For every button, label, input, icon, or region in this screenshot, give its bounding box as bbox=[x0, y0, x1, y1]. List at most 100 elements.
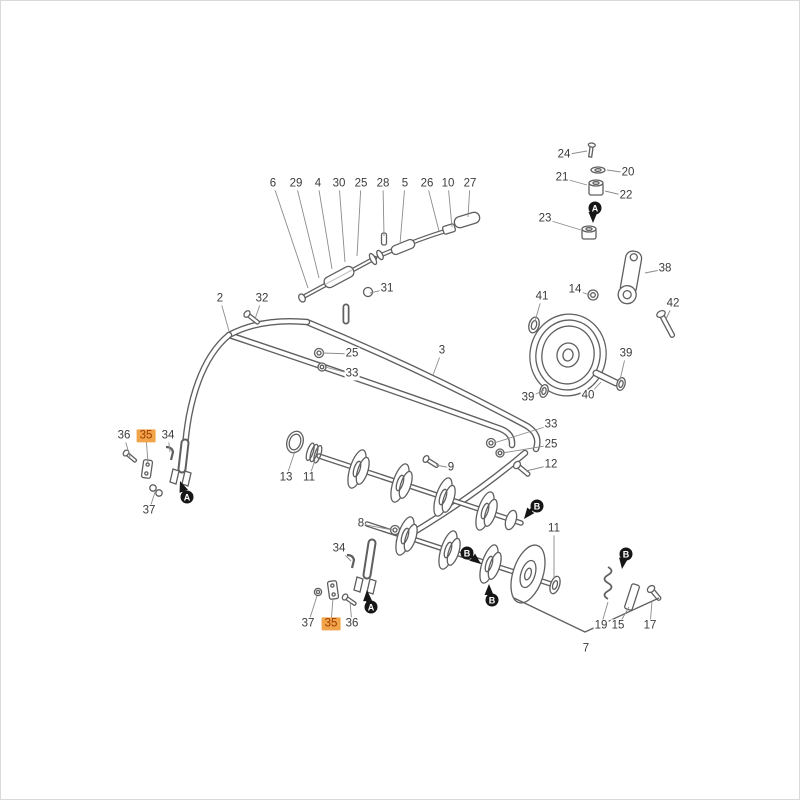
leader-line bbox=[349, 601, 353, 625]
nut bbox=[587, 289, 599, 301]
sleeve bbox=[390, 238, 416, 256]
end-cap bbox=[504, 509, 518, 531]
group-brace bbox=[513, 597, 660, 633]
pin bbox=[346, 553, 356, 569]
leader-line bbox=[285, 450, 296, 479]
leader-line bbox=[254, 298, 263, 320]
bolt bbox=[512, 460, 531, 477]
screw bbox=[587, 142, 596, 158]
o-ring bbox=[286, 430, 304, 454]
leader-line bbox=[525, 464, 552, 472]
bolt bbox=[341, 593, 357, 606]
leader-line bbox=[574, 289, 591, 296]
washer bbox=[155, 489, 163, 497]
leader-line bbox=[644, 268, 666, 274]
washer bbox=[616, 376, 626, 392]
bolt bbox=[122, 449, 138, 463]
leader-line bbox=[360, 523, 394, 531]
view-arrow bbox=[484, 584, 494, 601]
bushing bbox=[588, 179, 604, 196]
leader-line bbox=[544, 218, 582, 231]
leader-line bbox=[167, 435, 171, 453]
view-arrow bbox=[619, 551, 628, 569]
bolt bbox=[656, 309, 676, 338]
frame-assembly bbox=[169, 286, 541, 595]
bottom-clevis bbox=[353, 576, 364, 593]
leader-line bbox=[338, 183, 346, 263]
pin bbox=[165, 445, 175, 461]
bolt bbox=[646, 584, 662, 601]
pulley-wheel bbox=[529, 313, 607, 397]
tine-disc bbox=[395, 516, 418, 556]
ring bbox=[549, 575, 561, 595]
tine-disc bbox=[475, 491, 498, 531]
view-arrow bbox=[588, 206, 598, 223]
leader-line bbox=[322, 352, 353, 355]
left-pivot-hardware bbox=[122, 445, 175, 497]
control-rod-assembly bbox=[298, 211, 481, 303]
leader-line bbox=[493, 424, 552, 444]
leader-line bbox=[606, 169, 629, 174]
nut bbox=[317, 362, 327, 372]
tine-disc bbox=[438, 530, 461, 570]
leader-line bbox=[148, 491, 156, 512]
leader-line bbox=[501, 444, 552, 454]
leader-line bbox=[467, 183, 471, 218]
leader-line bbox=[432, 350, 443, 376]
tine-disc bbox=[390, 463, 413, 503]
leader-line bbox=[317, 183, 333, 270]
left-clevis bbox=[169, 468, 180, 485]
leader-line bbox=[145, 435, 149, 464]
view-arrow bbox=[524, 504, 536, 519]
ring bbox=[376, 249, 384, 261]
plate bbox=[326, 580, 340, 600]
leader-line bbox=[307, 595, 318, 625]
leader-line bbox=[447, 183, 453, 228]
washer bbox=[313, 587, 323, 597]
knob bbox=[453, 211, 481, 229]
tine-disc bbox=[347, 449, 370, 489]
washer bbox=[590, 166, 606, 174]
rotor-shaft-upper bbox=[286, 430, 524, 531]
leader-line bbox=[382, 183, 385, 237]
bushing bbox=[581, 225, 597, 240]
nut bbox=[485, 437, 497, 449]
leader-line bbox=[563, 150, 588, 156]
leader-line bbox=[534, 296, 543, 322]
ring bbox=[368, 252, 378, 266]
spring bbox=[603, 566, 613, 600]
bolt bbox=[243, 310, 260, 325]
leader-line bbox=[330, 597, 334, 625]
leader-line bbox=[426, 183, 440, 232]
bolt bbox=[422, 455, 439, 469]
leader-line bbox=[356, 183, 362, 257]
leader-line bbox=[272, 183, 309, 289]
leader-line bbox=[219, 298, 230, 332]
leader-line bbox=[308, 459, 316, 479]
tine-disc bbox=[479, 544, 502, 584]
bracket bbox=[624, 583, 640, 611]
handle-pivot-stack bbox=[581, 142, 606, 240]
spring bbox=[305, 442, 323, 464]
tension-pulley-assembly bbox=[528, 250, 676, 399]
bolt bbox=[298, 293, 306, 303]
leader-line bbox=[295, 183, 320, 279]
height-lever-hardware bbox=[513, 566, 662, 633]
leader-line bbox=[561, 177, 588, 186]
rotor-shaft-lower bbox=[364, 516, 561, 604]
leader-line bbox=[649, 600, 653, 627]
ferrule bbox=[441, 223, 457, 235]
washer bbox=[539, 383, 549, 399]
circlip bbox=[362, 286, 374, 298]
plate bbox=[140, 459, 154, 479]
leader-line bbox=[604, 190, 627, 197]
sleeve bbox=[323, 265, 355, 289]
washer bbox=[149, 484, 157, 492]
leader-line bbox=[619, 353, 627, 381]
washer bbox=[313, 347, 325, 359]
bottom-pivot-hardware bbox=[313, 553, 357, 606]
bracket bbox=[617, 250, 643, 305]
hub-disc bbox=[510, 544, 546, 604]
